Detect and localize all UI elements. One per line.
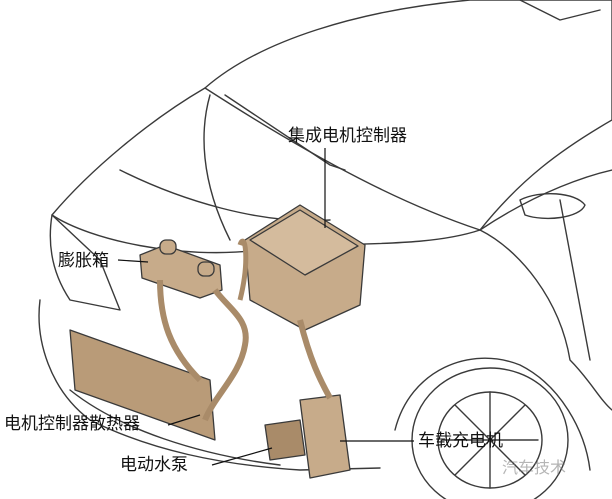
side-line	[479, 169, 612, 231]
leader-tank	[117, 259, 149, 263]
wheel	[411, 367, 569, 499]
windshield-outline	[204, 0, 612, 231]
hose-3	[157, 279, 203, 383]
tank-cap-2	[197, 261, 215, 277]
hood-center	[203, 94, 231, 241]
door-line	[559, 199, 591, 361]
leader-pump	[211, 447, 273, 466]
hood-outline	[51, 87, 481, 254]
tank-cap-1	[159, 239, 177, 255]
leader-radiator	[167, 414, 201, 426]
controller-top	[249, 209, 359, 276]
side-mirror	[519, 192, 586, 220]
water-pump	[264, 419, 306, 461]
front-fender	[479, 229, 612, 411]
label-expansion-tank: 膨胀箱	[58, 251, 109, 271]
roof-sunroof	[519, 0, 601, 21]
label-controller-radiator: 电机控制器散热器	[4, 414, 140, 434]
label-electric-water-pump: 电动水泵	[120, 455, 188, 475]
front-bumper	[38, 299, 381, 471]
watermark: 汽车技术	[502, 458, 567, 477]
charger-unit	[299, 394, 351, 479]
hose-2	[297, 319, 333, 400]
hose-4	[237, 238, 249, 301]
radiator	[69, 329, 216, 441]
hose-1	[202, 288, 249, 422]
label-onboard-charger: 车载充电机	[418, 431, 503, 451]
wheel-spokes	[441, 391, 539, 489]
wheel-arch	[394, 357, 591, 471]
label-integrated-motor-controller: 集成电机控制器	[288, 126, 407, 146]
wiper	[224, 94, 346, 171]
lower-bumper	[69, 389, 281, 466]
headlight	[49, 214, 121, 311]
